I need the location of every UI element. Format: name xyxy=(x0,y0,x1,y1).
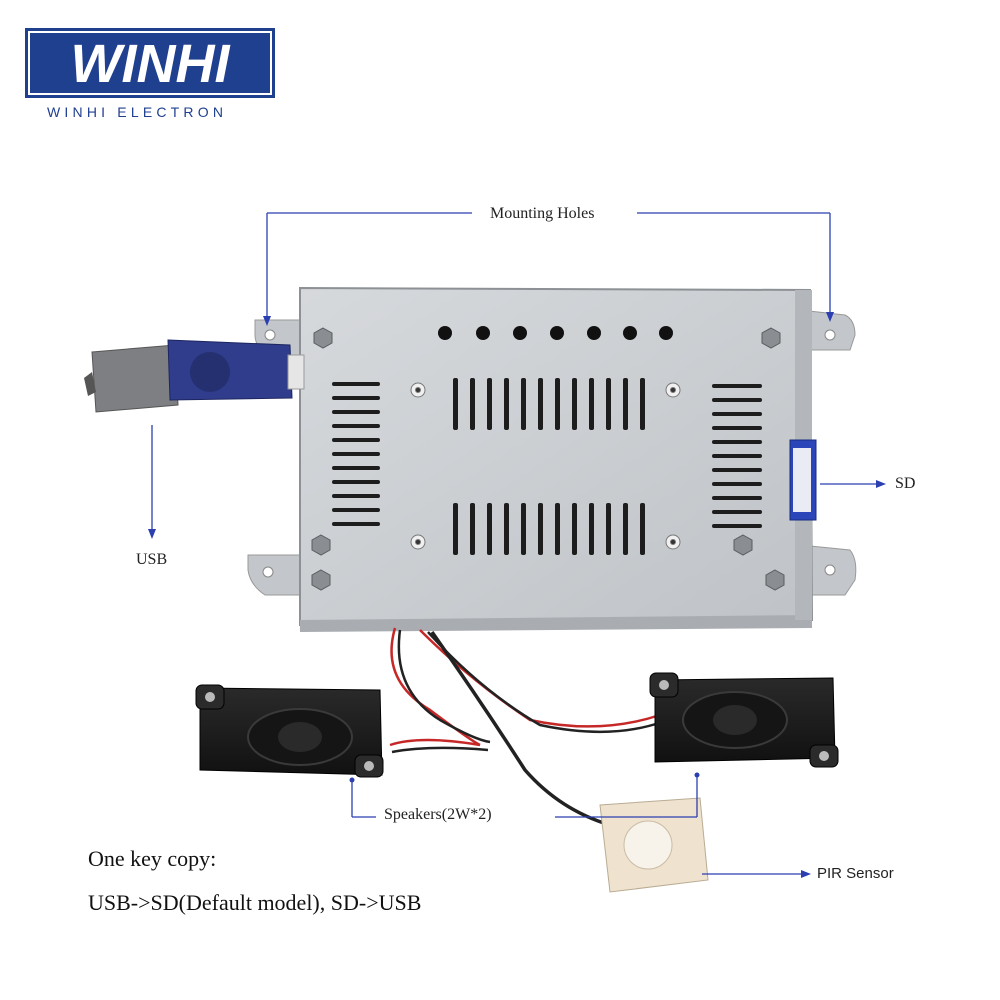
speaker-wires xyxy=(389,627,663,827)
pir-sensor xyxy=(599,797,709,893)
controller-enclosure xyxy=(299,286,814,632)
logo-subtitle: WINHI ELECTRON xyxy=(47,104,228,120)
callout-leader-lines xyxy=(148,212,886,878)
callout-sd: SD xyxy=(895,475,916,492)
sd-card xyxy=(789,439,817,521)
standoffs xyxy=(410,382,681,550)
winhi-logo: WINHI xyxy=(25,28,275,98)
button-row xyxy=(438,326,673,340)
callout-usb: USB xyxy=(136,551,168,568)
caption-line-2: USB->SD(Default model), SD->USB xyxy=(88,890,422,915)
hex-screws xyxy=(311,327,785,591)
callout-pir-sensor: PIR Sensor xyxy=(817,865,894,882)
speaker-right xyxy=(649,672,839,768)
caption-line-1: One key copy: xyxy=(88,846,217,871)
logo-wordmark-text: WINHI xyxy=(71,34,231,94)
callout-speakers: Speakers(2W*2) xyxy=(384,806,492,823)
callout-mounting-holes: Mounting Holes xyxy=(490,205,595,222)
speaker-left xyxy=(195,684,384,778)
vent-slots xyxy=(332,378,762,555)
usb-flash-drive xyxy=(84,339,305,413)
